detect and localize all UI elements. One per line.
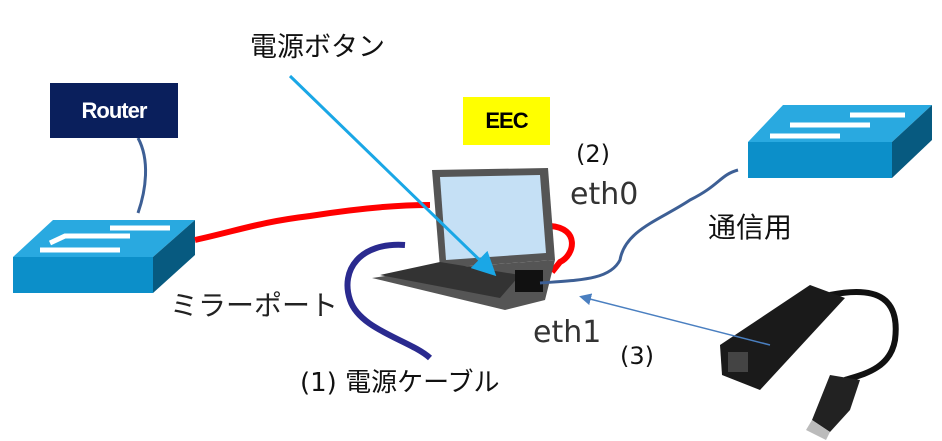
step-3-label: (3)	[620, 342, 654, 370]
eth0-label: eth0	[570, 177, 639, 212]
power-cable-label: (1) 電源ケーブル	[300, 368, 500, 398]
step-2-label: (2)	[576, 140, 610, 168]
eth1-pointer	[579, 293, 771, 346]
power-cable	[344, 241, 433, 361]
usb-ethernet-adapter	[720, 285, 899, 440]
router-box: Router	[50, 83, 178, 138]
eec-label: EEC	[463, 97, 550, 145]
communication-cable	[539, 168, 739, 285]
mirror-port-label: ミラーポート	[170, 289, 339, 322]
laptop	[372, 168, 555, 310]
power-button-pointer	[288, 74, 497, 277]
communication-label: 通信用	[708, 211, 793, 244]
mirror-switch	[13, 220, 195, 293]
eth1-label: eth1	[533, 315, 602, 350]
router-cable	[136, 137, 148, 214]
mirror-port-cable	[194, 202, 431, 243]
communication-switch	[748, 105, 932, 178]
power-button-label: 電源ボタン	[250, 32, 385, 63]
